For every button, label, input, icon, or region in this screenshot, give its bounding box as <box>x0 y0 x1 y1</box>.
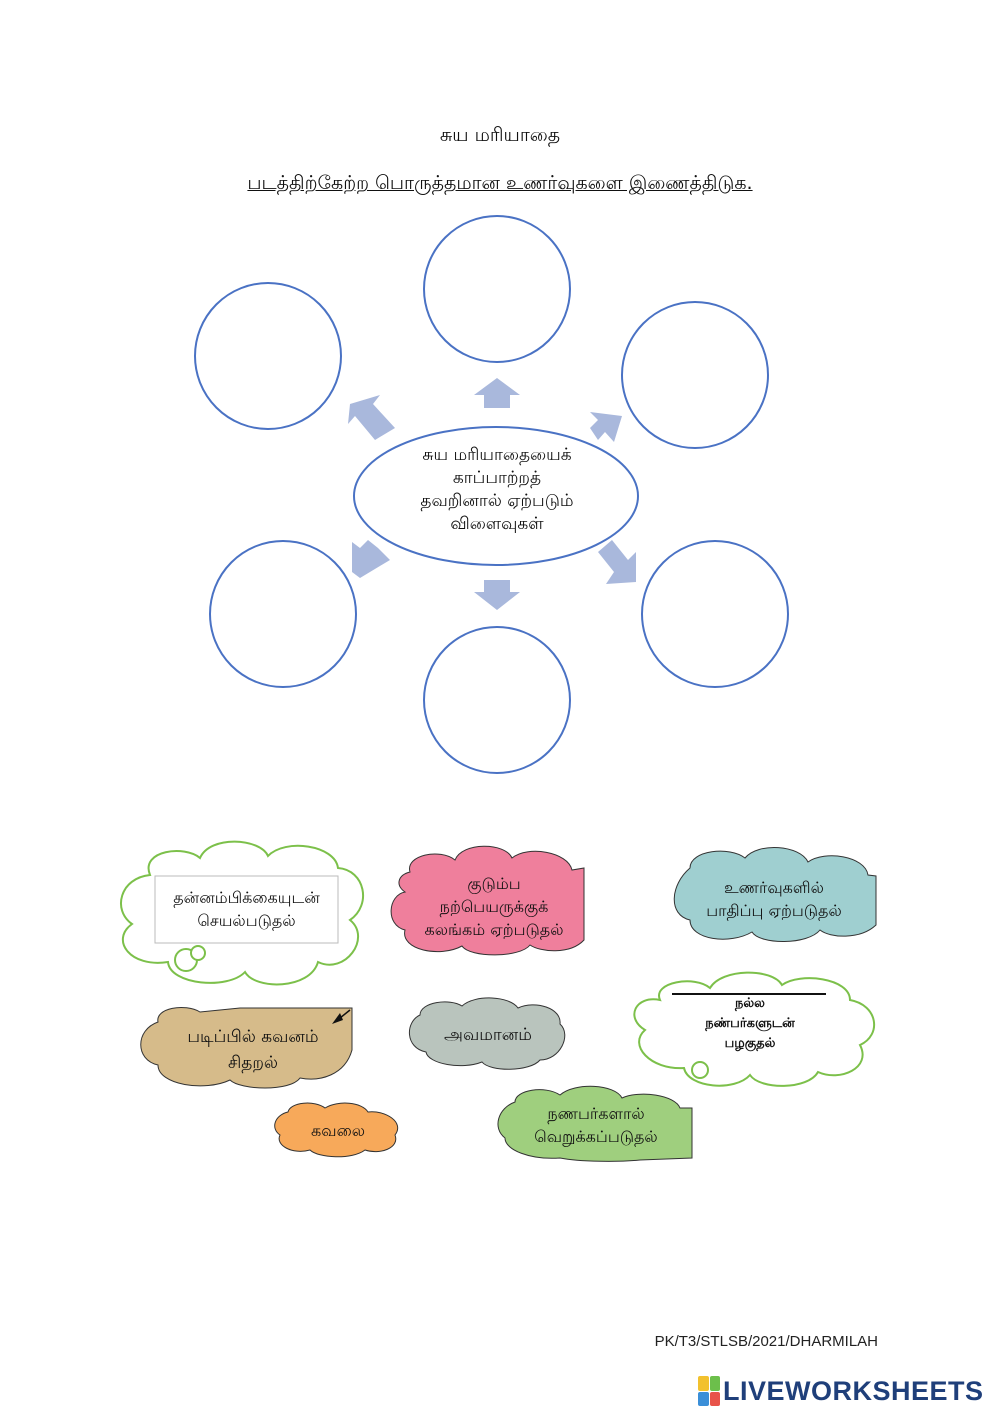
option-lose-focus[interactable]: படிப்பில் கவனம் சிதறல் <box>150 1024 356 1076</box>
center-topic: சுய மரியாதையைக் காப்பாற்றத் தவறினால் ஏற்… <box>372 444 622 536</box>
option-line: படிப்பில் கவனம் <box>187 1027 319 1047</box>
arrow-up-right-icon <box>590 412 622 442</box>
answer-circle-top[interactable] <box>423 215 571 363</box>
cloud-7 <box>274 1102 398 1158</box>
cloud-4 <box>633 971 876 1087</box>
worksheet-instruction: படத்திற்கேற்ற பொருத்தமான உணர்வுகளை இணைத்… <box>247 172 753 194</box>
center-line-3: தவறினால் ஏற்படும் <box>420 491 574 511</box>
answer-circle-top-left[interactable] <box>194 282 342 430</box>
footer-code: PK/T3/STLSB/2021/DHARMILAH <box>654 1333 878 1350</box>
arrow-up-icon <box>474 378 520 408</box>
cloud-8 <box>497 1085 693 1162</box>
cloud-shapes <box>120 840 877 1162</box>
answer-circle-bottom[interactable] <box>423 626 571 774</box>
center-line-4: விளைவுகள் <box>450 514 544 534</box>
option-good-friends[interactable]: நல்ல நண்பர்களுடன் பழகுதல் <box>652 994 848 1054</box>
answer-circle-bottom-left[interactable] <box>209 540 357 688</box>
arrow-up-left-icon <box>348 395 395 440</box>
option-humiliation[interactable]: அவமானம் <box>412 1024 564 1047</box>
option-line: குடும்ப <box>467 874 521 893</box>
cloud-5 <box>140 1007 353 1089</box>
option-line: கவலை <box>311 1121 365 1140</box>
liveworksheets-logo: LIVEWORKSHEETS <box>698 1374 984 1408</box>
cloud-2 <box>390 845 585 956</box>
brand-grid-icon <box>698 1376 720 1406</box>
option-line: நணபர்களால் <box>547 1104 645 1123</box>
option-line: கலங்கம் ஏற்படுதல் <box>424 920 564 939</box>
option-line: தன்னம்பிக்கையுடன் <box>173 888 320 907</box>
answer-circle-bottom-right[interactable] <box>641 540 789 688</box>
option-line: உணர்வுகளில் <box>724 878 824 897</box>
option-line: அவமானம் <box>444 1025 532 1045</box>
option-hated-by-friends[interactable]: நணபர்களால் வெறுக்கப்படுதல் <box>496 1102 696 1148</box>
option-line: பழகுதல் <box>724 1036 776 1051</box>
option-family-name[interactable]: குடும்ப நற்பெயருக்குக் கலங்கம் ஏற்படுதல் <box>400 872 588 941</box>
option-line: நல்ல <box>735 996 765 1011</box>
center-line-2: காப்பாற்றத் <box>452 468 542 488</box>
option-line: சிதறல் <box>227 1053 279 1073</box>
option-line: செயல்படுதல் <box>197 911 296 930</box>
option-line: பாதிப்பு ஏற்படுதல் <box>706 901 842 920</box>
answer-circle-top-right[interactable] <box>621 301 769 449</box>
connector-arrows <box>348 378 636 610</box>
option-emotional-impact[interactable]: உணர்வுகளில் பாதிப்பு ஏற்படுதல் <box>668 876 880 922</box>
option-line: நண்பர்களுடன் <box>705 1016 795 1031</box>
option-self-confidence[interactable]: தன்னம்பிக்கையுடன் செயல்படுதல் <box>155 886 338 932</box>
center-ellipse <box>353 426 639 566</box>
arrow-down-left-icon <box>352 540 390 578</box>
option-line: நற்பெயருக்குக் <box>439 897 549 916</box>
worksheet-title: சுய மரியாதை <box>439 124 561 146</box>
cloud-3 <box>673 847 877 942</box>
option-worry[interactable]: கவலை <box>276 1119 400 1142</box>
option-line: வெறுக்கப்படுதல் <box>534 1127 658 1146</box>
center-line-1: சுய மரியாதையைக் <box>422 445 572 465</box>
arrow-down-right-icon <box>598 540 636 584</box>
brand-name: LIVEWORKSHEETS <box>723 1375 984 1406</box>
cloud-6 <box>409 997 566 1070</box>
arrow-down-icon <box>474 580 520 610</box>
